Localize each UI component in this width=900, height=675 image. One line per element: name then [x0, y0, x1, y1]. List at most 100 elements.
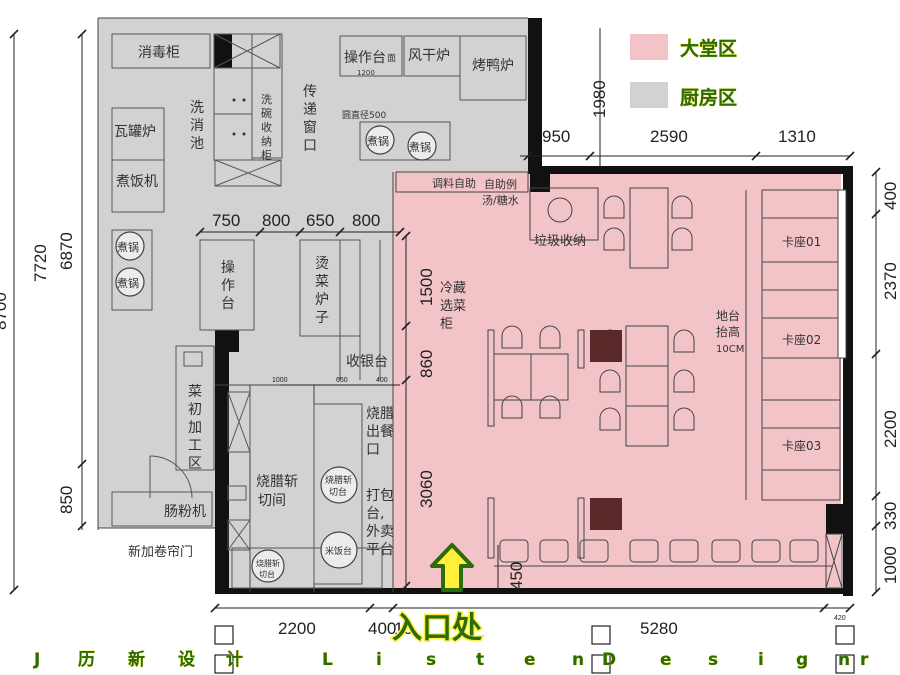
svg-text:出餐: 出餐	[366, 424, 394, 440]
dim-450: 450	[507, 562, 526, 590]
svg-text:计: 计	[226, 649, 243, 670]
dim-850: 850	[57, 486, 76, 514]
soup-stove-label: 烫 菜 炉 子	[315, 256, 329, 326]
svg-text:选菜: 选菜	[440, 299, 466, 314]
legend: 大堂区 厨房区	[630, 34, 737, 109]
svg-text:设: 设	[178, 650, 195, 670]
svg-text:加: 加	[188, 420, 202, 436]
entrance-marker: 入口处	[391, 543, 484, 648]
booth3-label: 卡座03	[782, 438, 821, 453]
boiler-circle	[407, 131, 437, 161]
small-dimension-text: 1000 650 400 420	[272, 377, 846, 622]
svg-text:口: 口	[303, 138, 317, 154]
prep-table-top-small: 面	[387, 53, 396, 64]
dimension-text: 1980 950 2590 1310 750 800 650 800 7720 …	[0, 80, 900, 638]
pack-takeout-label: 打包 台, 外卖 平台	[366, 487, 394, 558]
dim-6870: 6870	[57, 232, 76, 270]
dim-1000: 1000	[881, 546, 900, 584]
boiler-circle	[115, 267, 145, 297]
boiler-circle	[365, 125, 395, 155]
svg-text:i: i	[376, 650, 382, 670]
walls	[214, 18, 853, 596]
svg-text:操: 操	[221, 260, 235, 276]
clay-pot-stove-label: 瓦罐炉	[114, 124, 156, 140]
legend-swatch-kitchen	[630, 82, 668, 108]
hall-furniture	[395, 171, 847, 589]
boilers	[115, 125, 437, 583]
svg-text:D: D	[602, 650, 616, 670]
svg-text:炉: 炉	[315, 292, 329, 308]
svg-text:新: 新	[128, 649, 145, 670]
rolling-door-label: 新加卷帘门	[128, 544, 193, 560]
svg-text:打包: 打包	[366, 487, 394, 504]
columns	[590, 330, 622, 530]
boiler-label: 煮锅	[117, 277, 139, 290]
svg-text:s: s	[708, 650, 718, 670]
dim-15-bottom: 15	[394, 619, 413, 638]
dim-800a: 800	[262, 211, 290, 230]
svg-text:切台: 切台	[259, 569, 275, 579]
svg-text:r: r	[860, 650, 869, 670]
dim-small-1000: 1000	[272, 377, 288, 384]
svg-text:递: 递	[303, 102, 317, 118]
svg-text:子: 子	[315, 310, 329, 326]
dim-partial: 8700	[0, 292, 10, 330]
dim-860: 860	[417, 350, 436, 378]
svg-text:n: n	[572, 650, 584, 670]
svg-text:纳: 纳	[261, 135, 272, 148]
svg-text:台: 台	[221, 296, 235, 312]
rice-roll-machine-label: 肠粉机	[164, 504, 206, 520]
svg-text:菜: 菜	[188, 384, 202, 400]
svg-text:碗: 碗	[261, 106, 272, 120]
svg-text:消: 消	[190, 118, 204, 134]
svg-text:菜: 菜	[315, 274, 329, 290]
dim-330: 330	[881, 502, 900, 530]
booth1-label: 卡座01	[782, 234, 821, 249]
dim-small-650: 650	[336, 377, 348, 384]
prep-table-top-dim: 1200	[357, 69, 375, 77]
dish-rack-label: 洗 碗 收 纳 柜	[261, 93, 272, 162]
dim-small-400: 400	[376, 377, 388, 384]
booth2-label: 卡座02	[782, 332, 821, 347]
dim-2200-bottom: 2200	[278, 619, 316, 638]
dim-2590: 2590	[650, 127, 688, 146]
dim-800b: 800	[352, 211, 380, 230]
seasoning-buffet-label: 调料自助	[432, 176, 476, 190]
dim-right-400: 400	[881, 182, 900, 210]
boiler-label: 煮锅	[367, 135, 389, 148]
svg-text:L: L	[322, 650, 333, 670]
cashier-label: 收银台	[346, 354, 388, 370]
svg-text:平台: 平台	[366, 542, 394, 558]
dim-950: 950	[542, 127, 570, 146]
veg-processing-label: 菜 初 加 工 区	[188, 384, 202, 472]
dim-2370: 2370	[881, 262, 900, 300]
svg-text:e: e	[660, 650, 672, 670]
svg-text:历: 历	[78, 650, 95, 670]
svg-text:地台: 地台	[716, 308, 740, 323]
hall-text: 调料自助 垃圾收纳 卡座01 卡座02 卡座03	[432, 176, 821, 453]
svg-text:区: 区	[188, 456, 202, 472]
disinfect-cabinet-label: 消毒柜	[138, 45, 180, 61]
dim-1980: 1980	[590, 80, 609, 118]
svg-text:g: g	[796, 650, 808, 670]
pass-window-label: 传 递 窗 口	[303, 84, 317, 154]
dim-1310: 1310	[778, 127, 816, 146]
rice-cooker-label: 煮饭机	[116, 174, 158, 190]
air-dryer-label: 风干炉	[408, 48, 450, 64]
roast-cut-room-label: 烧腊斩 切间	[256, 474, 298, 509]
footer-boxes	[214, 625, 855, 674]
dimension-ticks	[9, 29, 881, 613]
wash-basin-label: 洗 消 池	[190, 100, 204, 152]
kitchen-fixtures	[111, 33, 527, 589]
dim-420: 420	[834, 615, 846, 622]
svg-text:池: 池	[190, 136, 204, 152]
svg-text:烧腊: 烧腊	[366, 406, 394, 422]
raised-floor-label: 地台 抬高 10CM	[716, 308, 744, 355]
rice-table-circle	[320, 531, 358, 569]
prep-table-mid-label: 操 作 台	[221, 260, 235, 312]
svg-text:抬高: 抬高	[716, 324, 740, 339]
svg-text:外卖: 外卖	[366, 524, 394, 540]
svg-text:J: J	[33, 650, 40, 670]
svg-text:冷藏: 冷藏	[440, 281, 466, 296]
svg-text:e: e	[524, 650, 536, 670]
